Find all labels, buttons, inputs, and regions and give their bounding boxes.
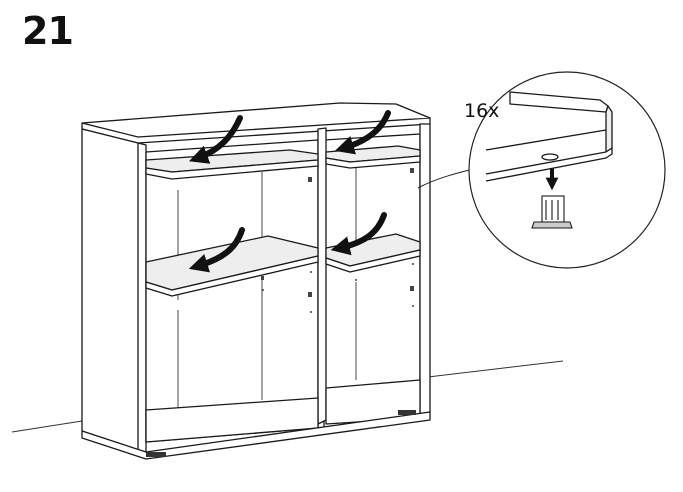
shelf-upper-left: [145, 149, 319, 180]
floor-lines: [11, 360, 564, 433]
detail-callout: 16x: [417, 71, 666, 269]
detail-circle: [468, 71, 666, 269]
cabinet-right-side: [419, 123, 431, 419]
shelf-arrow-icon: [330, 212, 387, 256]
foot-right: [398, 410, 416, 415]
shelf-arrows: [188, 110, 391, 273]
shelf-middle-left: [145, 235, 319, 297]
cabinet: [81, 102, 431, 460]
shelf-upper-right: [325, 145, 421, 169]
shelf-pins: [261, 168, 414, 313]
shelf-pin-icon: [531, 195, 573, 229]
quantity-label: 16x: [464, 100, 499, 122]
shelf-arrow-icon: [334, 110, 391, 155]
foot-left: [146, 452, 166, 457]
cabinet-left-side: [81, 128, 147, 453]
step-number: 21: [22, 9, 74, 53]
shelf-middle-right: [325, 233, 421, 273]
center-divider: [317, 127, 327, 425]
shelf-arrow-icon: [188, 115, 243, 164]
shelf-arrow-icon: [188, 227, 245, 273]
